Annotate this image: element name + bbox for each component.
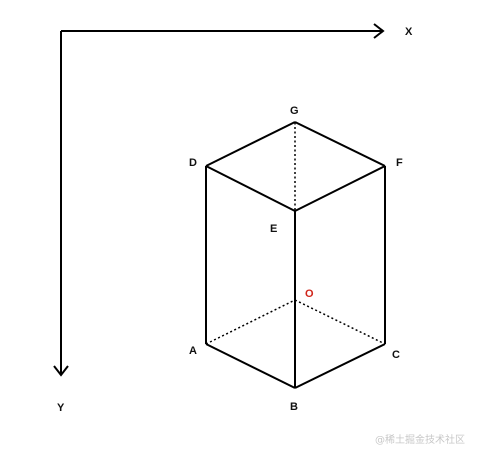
- cube-hidden-edges: [205, 122, 386, 345]
- cube-visible-edges: [205, 121, 386, 389]
- edge-E-D: [205, 165, 296, 212]
- vertex-label-D: D: [189, 157, 197, 169]
- edge-A-O: [205, 299, 296, 345]
- vertex-label-A: A: [189, 345, 197, 357]
- vertex-label-C: C: [392, 349, 400, 361]
- x-axis-arrow-icon: [373, 23, 385, 39]
- vertex-label-B: B: [290, 401, 298, 413]
- edge-G-F: [294, 121, 386, 167]
- vertex-label-G: G: [290, 105, 299, 117]
- vertex-label-F: F: [396, 157, 403, 169]
- y-axis-label: Y: [57, 402, 65, 414]
- edge-O-C: [294, 299, 386, 345]
- edge-B-C: [294, 343, 386, 389]
- edge-F-E: [294, 165, 386, 212]
- y-axis-arrow-icon: [53, 365, 69, 377]
- x-axis-label: X: [405, 26, 413, 38]
- watermark-text: @稀土掘金技术社区: [375, 433, 465, 446]
- edge-A-B: [205, 343, 296, 389]
- vertex-label-O: O: [305, 288, 314, 300]
- edge-D-G: [205, 121, 296, 167]
- vertex-label-E: E: [270, 223, 277, 235]
